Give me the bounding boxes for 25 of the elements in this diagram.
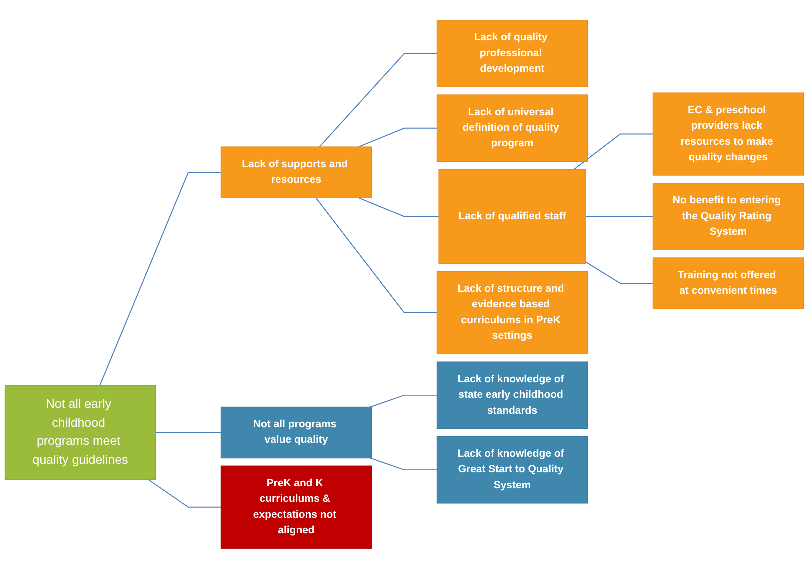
node-box: Lack of knowledge of state early childhood standards [436,362,588,430]
node-box: EC & preschool providers lack resources to make quality changes [652,92,804,176]
connector [370,458,438,471]
connector [316,198,438,314]
node-box: No benefit to entering the Quality Rating System [652,183,804,250]
node-box: Training not offered at convenient times [652,258,804,310]
node-box: Not all early childhood programs meet quality guidelines [4,385,156,480]
connector [358,128,438,148]
node-box: PreK and K curriculums & expectations not aligned [220,466,372,549]
connector [155,432,222,434]
node-box: Lack of supports and resources [220,146,372,198]
connector [358,198,440,218]
connector [585,216,654,218]
node-box: Lack of universal definition of quality program [436,94,588,162]
node-box: Not all programs value quality [220,406,372,459]
connector [370,394,438,408]
connector [319,53,438,148]
connector [100,172,222,386]
node-box: Lack of structure and evidence based curriculums in PreK settings [436,271,588,355]
connector [585,262,654,284]
node-box: Lack of qualified staff [438,169,586,264]
node-box: Lack of knowledge of Great Start to Quality System [436,436,588,504]
connector [574,134,654,170]
connector [148,479,222,508]
node-box: Lack of quality professional development [436,20,588,88]
